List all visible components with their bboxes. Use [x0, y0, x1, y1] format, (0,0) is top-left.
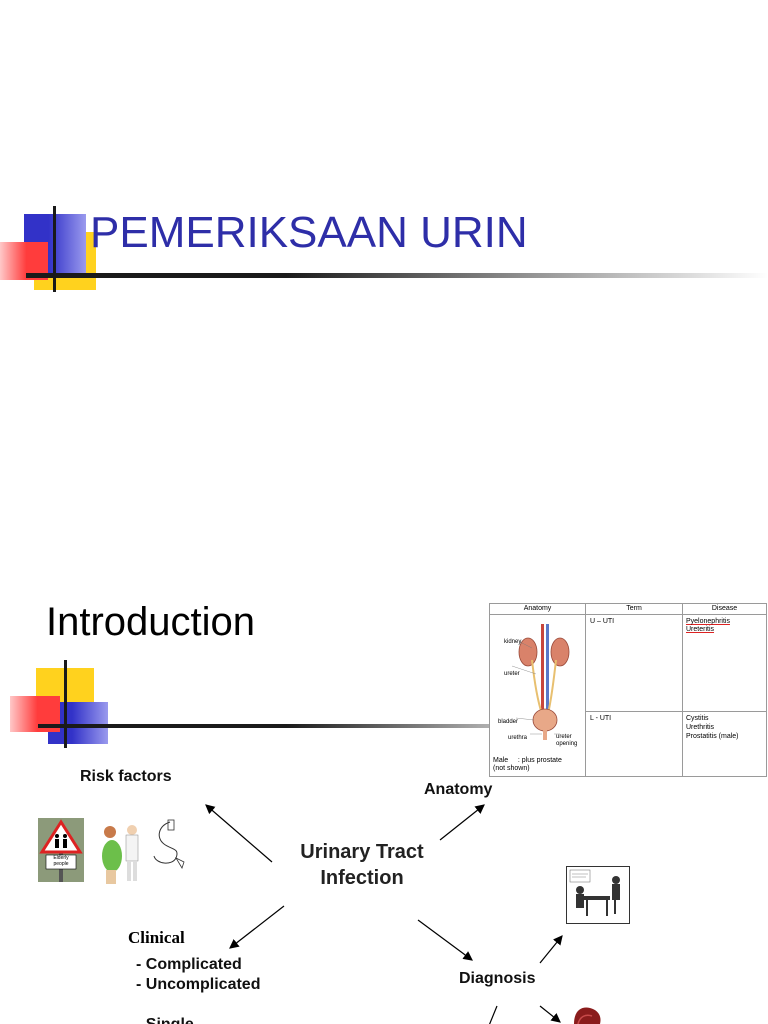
diagnosis-label: Diagnosis [459, 970, 536, 987]
clinical-item-complicated: - Complicated [136, 956, 242, 973]
anatomy-note-line2: (not shown) [493, 765, 530, 772]
catheter-picture [153, 819, 185, 869]
arrow-down-right [539, 1005, 561, 1023]
risk-factors-label: Risk factors [80, 768, 172, 785]
clinical-item-single: - Single [136, 1016, 194, 1024]
title-slide: PEMERIKSAAN URIN [0, 206, 768, 292]
term-upper-uti: U – UTI [590, 618, 615, 625]
doctor-consultation-picture [566, 866, 630, 924]
urinary-tract-illustration [511, 624, 570, 740]
table-header-disease: Disease [683, 604, 766, 615]
organ-label-ureter-opening: ureter opening [556, 734, 578, 747]
organ-label-urethra: urethra [508, 735, 528, 741]
uti-center-line2: Infection [320, 867, 404, 889]
title-rule [38, 724, 490, 728]
organ-label-bladder: bladder [498, 719, 519, 725]
introduction-slide: Introduction Anatomy Term Disease U – UT… [0, 576, 768, 1024]
disease-ureteritis: Ureteritis [686, 626, 715, 633]
clinical-item-uncomplicated: - Uncomplicated [136, 976, 261, 993]
arrow-to-anatomy [439, 804, 485, 841]
slide-title: Introduction [46, 600, 256, 644]
uti-center-label: Urinary Tract Infection [282, 839, 442, 891]
elderly-people-sign-text: Elderly people [53, 855, 69, 867]
arrow-to-risk-factors [205, 804, 273, 863]
table-header-term: Term [586, 604, 682, 615]
deco-vertical-line [53, 206, 56, 292]
mind-map-arrows [205, 804, 563, 1024]
arrow-to-diagnosis [417, 919, 473, 961]
slide-title: PEMERIKSAAN URIN [90, 208, 528, 257]
urine-sample-picture [574, 1007, 601, 1024]
deco-vertical-line [64, 660, 67, 748]
disease-pyelonephritis: Pyelonephritis [686, 618, 730, 625]
pregnant-woman-picture [102, 825, 139, 884]
anatomy-label: Anatomy [424, 781, 493, 798]
organ-label-kidney: kidney [504, 639, 522, 645]
uti-center-line1: Urinary Tract [300, 841, 424, 863]
term-lower-uti: L - UTI [590, 715, 612, 722]
arrow-to-consultation [539, 935, 563, 964]
elderly-people-sign-picture [38, 818, 84, 882]
disease-urethritis: Urethritis [686, 724, 715, 731]
table-header-anatomy: Anatomy [490, 604, 585, 615]
clinical-label: Clinical [128, 928, 185, 947]
organ-label-ureter: ureter [504, 671, 520, 677]
disease-cystitis: Cystitis [686, 715, 709, 722]
title-rule [26, 273, 768, 278]
arrow-to-clinical [229, 905, 285, 949]
anatomy-table: Anatomy Term Disease U – UTI Pyelonephri… [489, 603, 767, 777]
disease-prostatitis: Prostatitis (male) [686, 733, 739, 740]
arrow-down-left [488, 1005, 498, 1024]
anatomy-note-line1: Male : plus prostate [493, 757, 562, 764]
